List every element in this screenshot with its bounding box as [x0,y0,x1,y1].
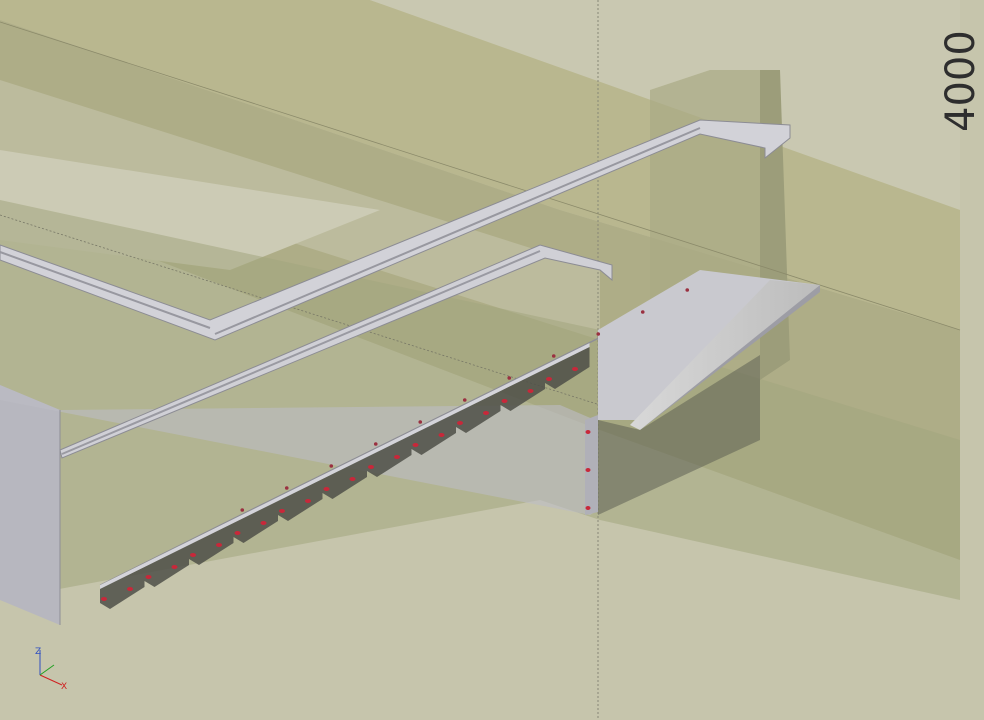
bolt [501,399,508,403]
slab-edge-line [0,21,961,331]
bolt [572,367,578,371]
bolt [507,376,512,380]
axis-triad [39,650,63,686]
bolt [596,332,601,336]
bolt [412,443,419,447]
stair-nosing [100,563,145,589]
bolt [585,430,591,434]
bolt [483,411,489,415]
z-axis-label: Z [35,647,42,657]
bolt [685,288,690,292]
bolt [171,565,178,569]
stair-nosing [367,431,412,457]
guide-line-diagonal [0,214,601,406]
stair-riser [233,497,278,543]
bolt [349,477,356,481]
bolt [546,377,552,381]
stair-nosing [278,475,323,501]
bolt [418,420,423,424]
stair-riser [189,519,234,565]
bolt [260,521,267,525]
stair-riser [500,365,545,411]
stair-nosing [545,343,590,369]
stair-nosing [411,409,456,435]
stair-nosing [144,541,189,567]
bolt [240,508,245,512]
bolt [438,433,445,437]
bolt-set [101,288,690,601]
handrail-lower [59,244,613,459]
bolt [101,597,107,601]
stair-nosing [233,497,278,523]
stair-nosing [500,365,545,391]
bolt [527,389,534,393]
bolt [585,506,591,510]
stair-riser [278,475,323,521]
dimension-label: 4000 [938,30,984,132]
handrail-upper [0,119,791,341]
stair-nosing [189,519,234,545]
stringer-plate-front [0,385,60,625]
stair-nosing [322,453,367,479]
bolt [216,543,222,547]
stair-steps [99,282,710,609]
landing-shadow [598,355,760,515]
stair-nosing [456,387,501,413]
x-axis-label: X [61,682,68,692]
stair-riser [411,409,456,455]
bolt [127,587,133,591]
bolt [279,509,285,513]
bolt [551,354,556,358]
stair-riser [100,563,145,609]
model-scene[interactable] [0,0,961,720]
upper-slab-far [0,0,960,210]
bolt [145,575,152,579]
bolt [585,468,591,472]
landing-nosing [630,280,820,430]
bolt [373,442,378,446]
bolt [234,531,241,535]
bolt [394,455,400,459]
handrail-lower-rail [61,250,541,455]
bolt [368,465,374,469]
stair-riser [545,343,590,389]
handrail-upper-underside [0,251,211,329]
stair-riser [144,541,189,587]
bolt [323,487,330,491]
stair-riser [367,431,412,477]
bolt [284,486,289,490]
bolt [329,464,334,468]
bolt [305,499,311,503]
x-axis-line [39,674,63,686]
bolt [462,398,467,402]
stair-riser [456,387,501,433]
handrail-upper-rail [214,127,701,335]
bolt [640,310,645,314]
stair-riser [322,453,367,499]
y-axis-line [39,664,55,676]
bolt [457,421,463,425]
bolt [190,553,196,557]
stair-post [585,415,598,515]
